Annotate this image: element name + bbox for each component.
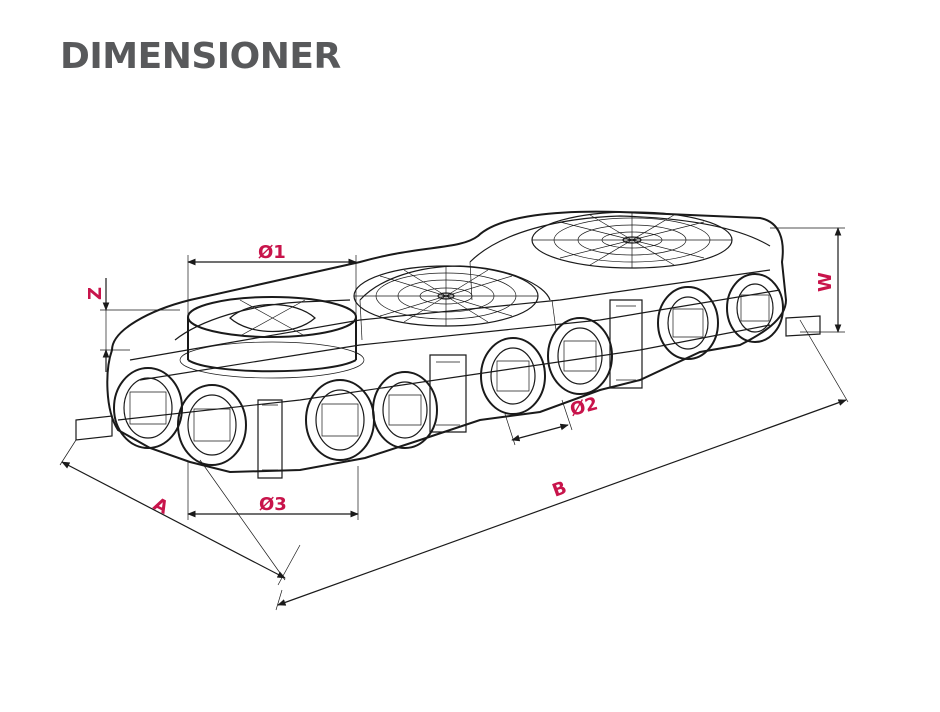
dim-label-d2: Ø2 bbox=[568, 393, 600, 420]
outlet-ring bbox=[372, 371, 438, 449]
outlet-ring bbox=[113, 367, 183, 449]
dim-label-d3: Ø3 bbox=[259, 494, 287, 515]
dim-label-z: Z bbox=[85, 287, 106, 300]
outlet-ring bbox=[480, 337, 546, 415]
dim-label-w: W bbox=[815, 272, 836, 292]
grille-cover-middle bbox=[353, 265, 539, 327]
top-outlet bbox=[179, 296, 365, 379]
outlet-ring bbox=[547, 317, 613, 395]
dimension-lines bbox=[59, 227, 849, 611]
manifold-body bbox=[106, 210, 788, 474]
dimension-labels: Ø1 Ø3 Ø2 A B W Z bbox=[85, 242, 836, 519]
outlet-ring bbox=[726, 273, 784, 343]
outlet-ring bbox=[657, 286, 719, 360]
outlet-ring bbox=[305, 379, 375, 461]
outlet-ring bbox=[177, 384, 247, 466]
dim-label-d1: Ø1 bbox=[258, 242, 286, 263]
dim-label-b: B bbox=[550, 477, 570, 501]
page-title: DIMENSIONER bbox=[60, 36, 341, 77]
dim-label-a: A bbox=[150, 494, 172, 519]
grille-cover-right bbox=[531, 211, 733, 269]
